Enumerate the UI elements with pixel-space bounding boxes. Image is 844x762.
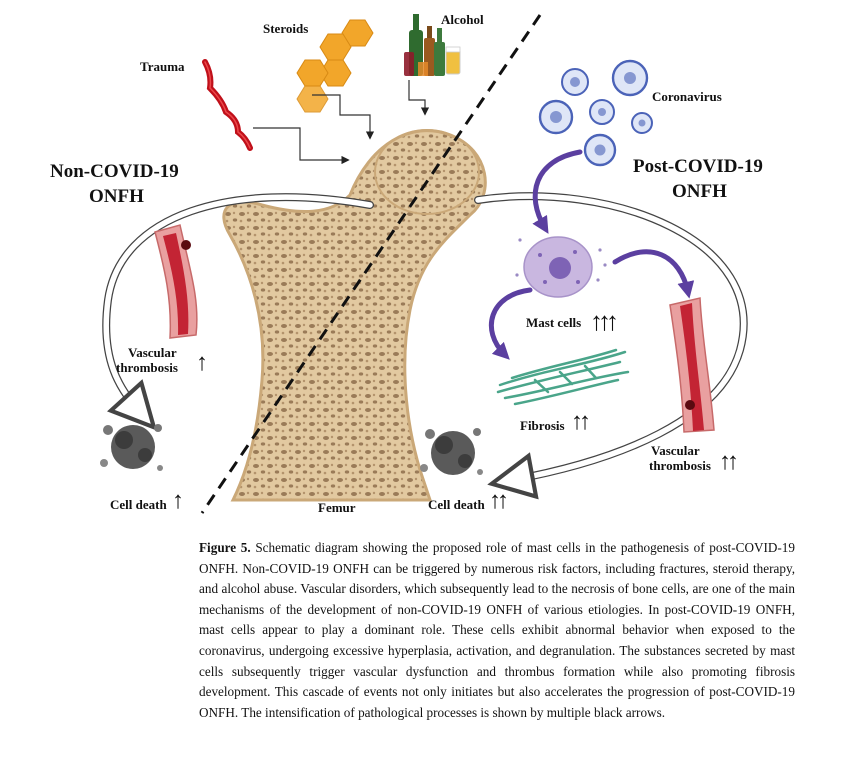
left-vascular-label-line1: Vascular: [128, 345, 177, 360]
steroids-icon: [296, 19, 374, 113]
coronavirus-icon: [538, 59, 653, 167]
left-title-line1: Non-COVID-19: [50, 161, 179, 182]
fibrosis-icon: [496, 348, 630, 406]
right-title-line2: ONFH: [672, 181, 727, 202]
coronavirus-label: Coronavirus: [652, 89, 722, 104]
right-vessel-icon: [669, 297, 715, 433]
trauma-icon: [202, 59, 253, 151]
caption-label: Figure 5.: [199, 540, 251, 555]
mast-cells-label: Mast cells: [526, 315, 581, 330]
mast-cells-arrows: ↑↑↑: [590, 307, 616, 336]
steroids-label: Steroids: [263, 21, 308, 36]
alcohol-icon: [404, 14, 461, 76]
left-cell-death-icon: [100, 424, 163, 471]
purple-arrows: [488, 149, 695, 360]
caption-text: Schematic diagram showing the proposed r…: [199, 540, 795, 720]
trauma-label: Trauma: [140, 59, 185, 74]
right-cell-death-label: Cell death: [428, 497, 485, 512]
right-title-line1: Post-COVID-19: [633, 156, 763, 177]
left-vessel-icon: [154, 224, 198, 339]
left-title-line2: ONFH: [89, 186, 144, 207]
left-vascular-label-line2: thrombosis: [116, 360, 178, 375]
figure-caption: Figure 5. Schematic diagram showing the …: [199, 538, 795, 723]
right-cell-death-icon: [420, 428, 483, 475]
alcohol-label: Alcohol: [441, 12, 484, 27]
left-cell-death-arrows: ↑: [172, 488, 184, 514]
mast-cell-icon: [515, 236, 607, 298]
left-vascular-arrows: ↑: [196, 350, 208, 376]
right-cell-death-arrows: ↑↑: [489, 488, 506, 514]
schematic-diagram: Femur Trauma Steroids Alcohol: [50, 12, 763, 515]
right-vascular-label-line2: thrombosis: [649, 458, 711, 473]
right-vascular-label-line1: Vascular: [651, 443, 700, 458]
fibrosis-label: Fibrosis: [520, 418, 565, 433]
risk-factor-arrows: [253, 80, 430, 165]
left-cell-death-label: Cell death: [110, 497, 167, 512]
fibrosis-arrows: ↑↑: [571, 409, 588, 435]
divider-line: [200, 14, 542, 514]
femur-label: Femur: [318, 500, 356, 515]
right-vascular-arrows: ↑↑: [719, 449, 736, 475]
femur-bone: [222, 129, 487, 502]
